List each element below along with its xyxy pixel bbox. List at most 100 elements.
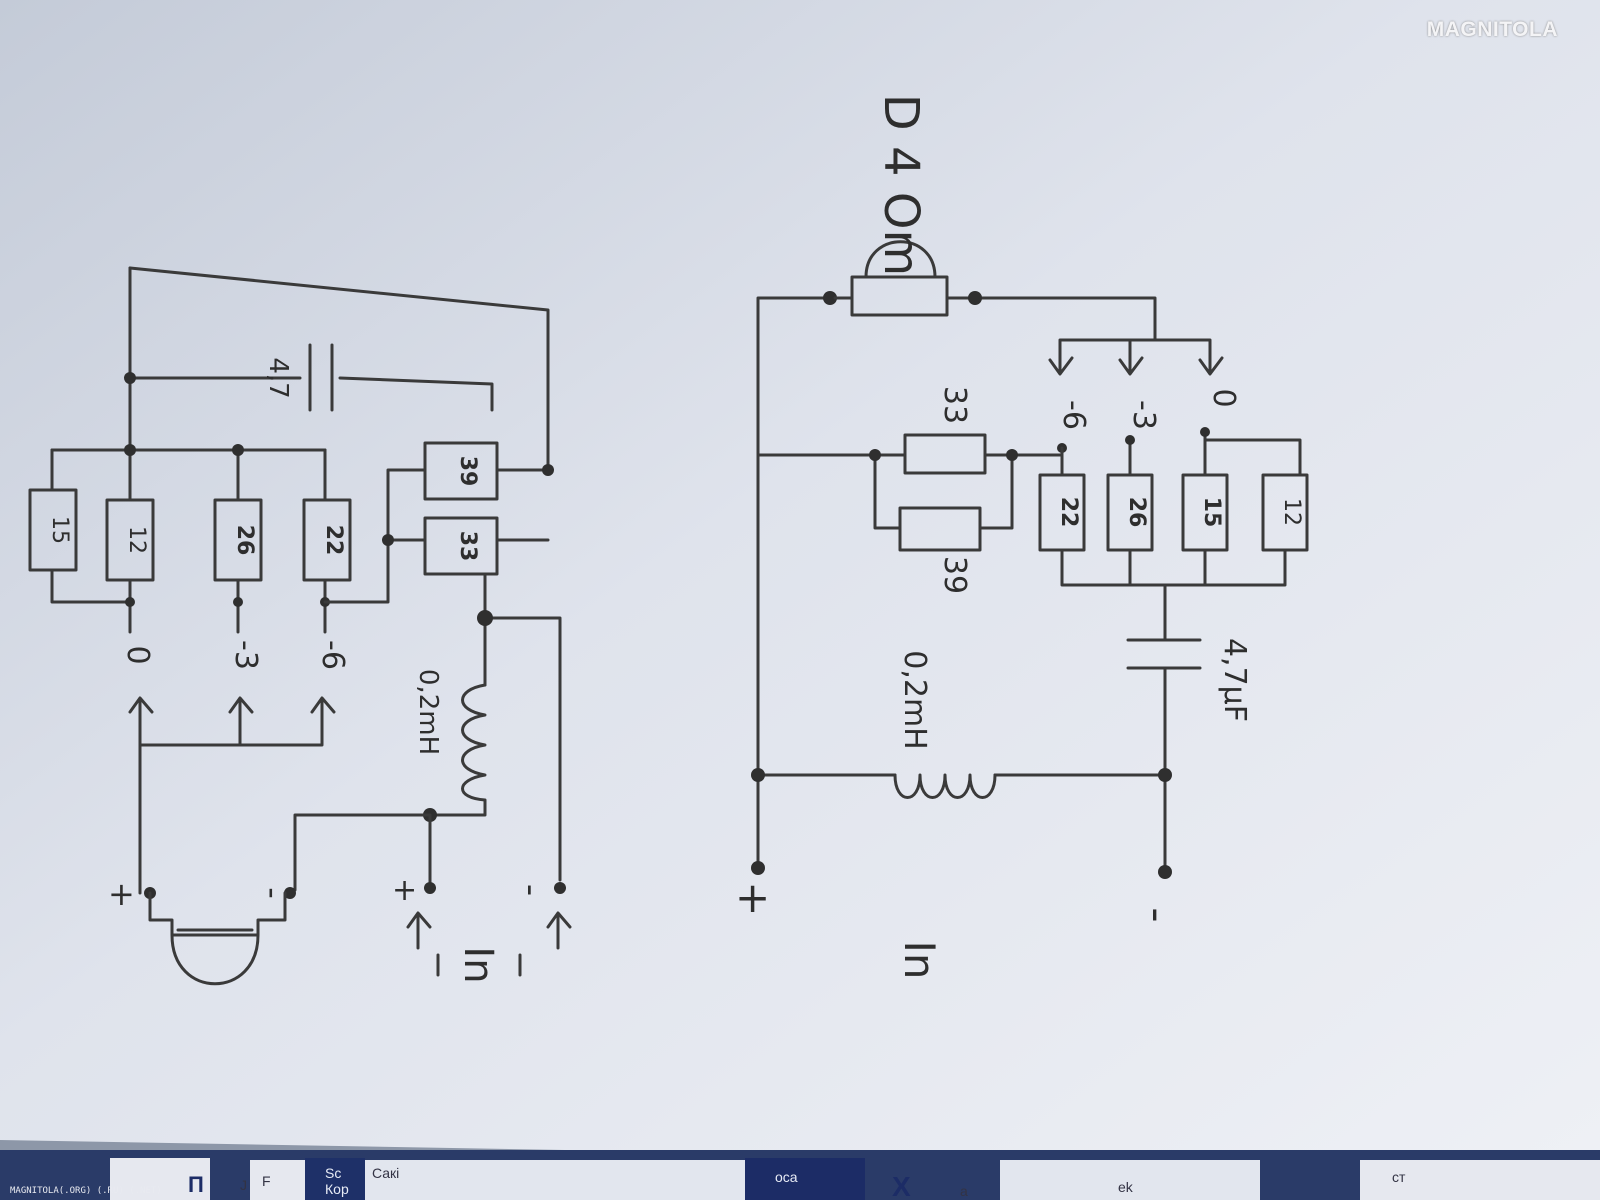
junction bbox=[823, 291, 837, 305]
wire-input-plus bbox=[293, 813, 432, 892]
resistor-22-label: 22 bbox=[321, 525, 346, 556]
resistor-22 bbox=[302, 498, 352, 582]
input-plus-terminal-right bbox=[751, 861, 765, 875]
svg-text:ст: ст bbox=[1392, 1169, 1406, 1185]
resistor-26-label: 26 bbox=[232, 525, 257, 556]
svg-text:F: F bbox=[262, 1173, 271, 1189]
svg-text:Сакі: Сакі bbox=[372, 1165, 399, 1181]
speaker-minus-terminal bbox=[284, 887, 296, 899]
svg-text:X: X bbox=[892, 1171, 911, 1200]
junction bbox=[1158, 768, 1172, 782]
tweeter-label: D 4 Om bbox=[873, 94, 929, 277]
junction bbox=[968, 291, 982, 305]
input-minus-label: - bbox=[511, 884, 551, 896]
resistor-15-right bbox=[1181, 473, 1229, 552]
resistor-22-right-label: 22 bbox=[1056, 497, 1081, 528]
schematic-left: 4,7 15 12 26 22 0 -3 -6 39 bbox=[28, 266, 572, 986]
svg-text:a: a bbox=[960, 1183, 968, 1199]
wire-attenuator-right bbox=[1060, 428, 1302, 587]
input-minus-terminal-right bbox=[1158, 865, 1172, 879]
resistor-15-right-label: 15 bbox=[1199, 497, 1224, 528]
switch-3db-label-right: -3 bbox=[1126, 400, 1161, 430]
resistor-39 bbox=[423, 441, 499, 501]
junction bbox=[1006, 449, 1018, 461]
inductor-left bbox=[428, 683, 487, 817]
wire-inductor bbox=[483, 572, 562, 882]
wire-tweeter bbox=[833, 296, 1157, 342]
resistor-12-label: 12 bbox=[124, 526, 149, 554]
terminal-dot bbox=[125, 597, 135, 607]
paper-background bbox=[0, 0, 1600, 1165]
junction bbox=[751, 768, 765, 782]
speaker-minus-label: - bbox=[254, 887, 292, 899]
svg-text:П: П bbox=[188, 1172, 204, 1197]
input-plus-label: + bbox=[392, 873, 417, 908]
inductor-left-label: 0,2mH bbox=[413, 669, 443, 755]
junction bbox=[1125, 435, 1135, 445]
resistor-15 bbox=[28, 488, 78, 572]
input-label-marks bbox=[436, 953, 522, 977]
switch-contacts-right bbox=[1048, 338, 1224, 376]
terminal-dot bbox=[233, 597, 243, 607]
input-minus-label-right: - bbox=[1133, 907, 1182, 922]
resistor-33 bbox=[423, 516, 499, 576]
switch-arrows bbox=[128, 696, 336, 747]
watermark-footer: MAGNITOLA(.ORG) (.RU) (.NET) bbox=[10, 1186, 162, 1196]
wire-r33-r39-right bbox=[756, 453, 1064, 530]
resistor-26 bbox=[213, 498, 263, 582]
svg-text:ek: ek bbox=[1118, 1179, 1134, 1195]
resistor-12-right-label: 12 bbox=[1279, 498, 1304, 526]
resistor-12 bbox=[105, 498, 155, 582]
switch-6db-label-right: -6 bbox=[1056, 400, 1091, 430]
resistor-22-right bbox=[1038, 473, 1086, 552]
inductor-right-label: 0,2mH bbox=[897, 650, 932, 750]
svg-text:Sc: Sc bbox=[325, 1165, 341, 1181]
resistor-26-right bbox=[1106, 473, 1154, 552]
input-label-right: In bbox=[895, 940, 944, 979]
switch-6db-label: -6 bbox=[315, 640, 350, 670]
input-plus-terminal bbox=[424, 882, 436, 894]
capacitor-left bbox=[308, 343, 334, 412]
speaker-plus-label: + bbox=[108, 875, 135, 913]
schematic-right: D 4 Om -6 -3 0 33 39 22 26 15 12 4,7μF 0… bbox=[735, 94, 1309, 980]
watermark-logo: MAGNITOLA bbox=[1427, 18, 1558, 42]
junction bbox=[232, 444, 244, 456]
capacitor-left-label: 4,7 bbox=[263, 357, 293, 398]
resistor-33-label: 33 bbox=[455, 531, 480, 562]
junction bbox=[869, 449, 881, 461]
resistor-12-right bbox=[1261, 473, 1309, 552]
junction bbox=[124, 444, 136, 456]
resistor-15-label: 15 bbox=[47, 516, 72, 544]
junction bbox=[124, 372, 136, 384]
resistor-39-right bbox=[898, 506, 982, 552]
wire-r15 bbox=[50, 448, 132, 604]
tweeter-element bbox=[850, 275, 949, 317]
junction bbox=[542, 464, 554, 476]
resistor-33-right bbox=[903, 433, 987, 475]
tweeter-mark bbox=[864, 240, 937, 279]
svg-text:Кор: Кор bbox=[325, 1181, 349, 1197]
resistor-39-label: 39 bbox=[455, 456, 480, 487]
input-arrows bbox=[406, 911, 572, 950]
svg-text:oca: oca bbox=[775, 1169, 798, 1185]
input-label: In bbox=[455, 946, 501, 983]
input-minus-terminal bbox=[554, 882, 566, 894]
junction bbox=[382, 534, 394, 546]
junction bbox=[1200, 427, 1210, 437]
switch-3db-label: -3 bbox=[228, 640, 263, 670]
resistor-26-right-label: 26 bbox=[1124, 497, 1149, 528]
wire-left-frame bbox=[128, 266, 550, 472]
resistor-33-right-label: 33 bbox=[937, 386, 972, 424]
bottom-printed-strip: П J F Sc Кор Сакі oca X a ek ст bbox=[0, 1150, 1600, 1200]
resistor-39-right-label: 39 bbox=[937, 556, 972, 594]
capacitor-right-label: 4,7μF bbox=[1217, 638, 1252, 722]
svg-text:J: J bbox=[240, 1177, 247, 1193]
switch-0db-label: 0 bbox=[120, 645, 155, 664]
junction bbox=[477, 610, 493, 626]
wire-cap-branch bbox=[128, 376, 494, 412]
watermark-logo-text: MAGNITOLA bbox=[1426, 18, 1558, 41]
switch-0db-label-right: 0 bbox=[1206, 388, 1241, 407]
inductor-right bbox=[893, 773, 997, 799]
